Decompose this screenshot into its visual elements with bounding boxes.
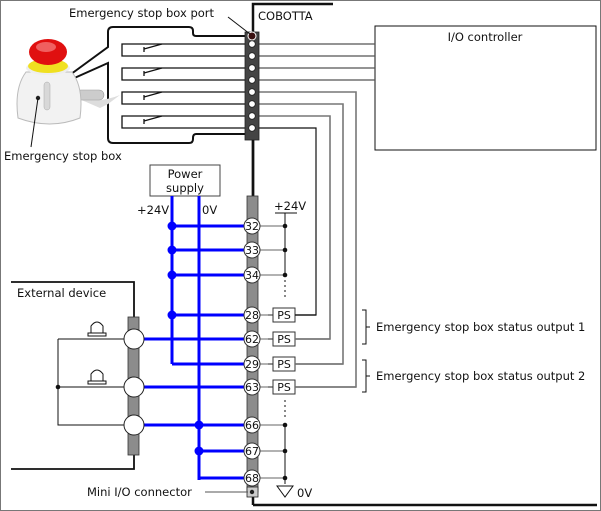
power-supply-box	[149, 164, 221, 197]
external-device	[11, 281, 145, 470]
internal-rails	[258, 212, 297, 498]
pin-label: 29	[245, 358, 259, 371]
mini-io-label: Mini I/O connector	[87, 485, 192, 499]
estop-box-image	[16, 39, 120, 148]
pin-label: 63	[245, 381, 259, 394]
power-supply-label-line2: supply	[166, 181, 204, 195]
pin-34	[243, 266, 261, 284]
pin-label: 34	[245, 269, 259, 282]
ps-label: PS	[277, 333, 291, 346]
ps-output-wires	[295, 314, 356, 388]
ps-boxes: PS PS PS PS	[258, 307, 296, 395]
power-supply-label-line1: Power	[168, 167, 203, 181]
lamp-icon	[87, 321, 107, 337]
pin-label: 67	[245, 445, 259, 458]
estop-port-leader	[227, 16, 251, 35]
pin-33	[243, 241, 261, 259]
pin-label: 68	[245, 472, 259, 485]
pin-68	[243, 469, 261, 487]
io-controller-label: I/O controller	[448, 30, 523, 44]
status-output-1-label: Emergency stop box status output 1	[376, 320, 585, 334]
terminal	[123, 414, 145, 436]
status-brackets	[362, 309, 370, 393]
lamp-icon	[87, 369, 107, 385]
power-wiring	[144, 196, 244, 480]
ps-label: PS	[277, 358, 291, 371]
pin-label: 66	[245, 419, 259, 432]
external-device-label: External device	[17, 286, 106, 300]
estop-box-port[interactable]	[244, 31, 260, 141]
terminal	[123, 328, 145, 350]
pin-29	[243, 355, 261, 373]
io-controller-wires	[255, 43, 375, 81]
ps-label: PS	[277, 309, 291, 322]
pin-67	[243, 442, 261, 460]
estop-box-label: Emergency stop box	[4, 149, 122, 163]
rail-plus-24v-label: +24V	[274, 199, 306, 213]
pin-62	[243, 330, 261, 348]
terminal	[123, 376, 145, 398]
ps-0v-label: 0V	[202, 203, 217, 217]
cobotta-label: COBOTTA	[258, 9, 313, 23]
pin-63	[243, 378, 261, 396]
power-junctions	[167, 221, 204, 456]
pin-label: 33	[245, 244, 259, 257]
pin-circles: 32 33 34 28 62 29 63 66 67 68	[243, 217, 261, 487]
ps-plus-24v-label: +24V	[137, 203, 169, 217]
estop-callout	[51, 26, 248, 144]
ps-label: PS	[277, 381, 291, 394]
pin-label: 28	[245, 309, 259, 322]
pin-label: 62	[245, 333, 259, 346]
rail-junctions	[282, 223, 288, 481]
pin-28	[243, 306, 261, 324]
pin-32	[243, 217, 261, 235]
estop-port-label: Emergency stop box port	[69, 6, 215, 20]
pin-label: 32	[245, 220, 259, 233]
io-controller-box	[374, 25, 597, 151]
rail-0v-label: 0V	[297, 486, 312, 500]
pin-66	[243, 416, 261, 434]
status-output-2-label: Emergency stop box status output 2	[376, 369, 585, 383]
